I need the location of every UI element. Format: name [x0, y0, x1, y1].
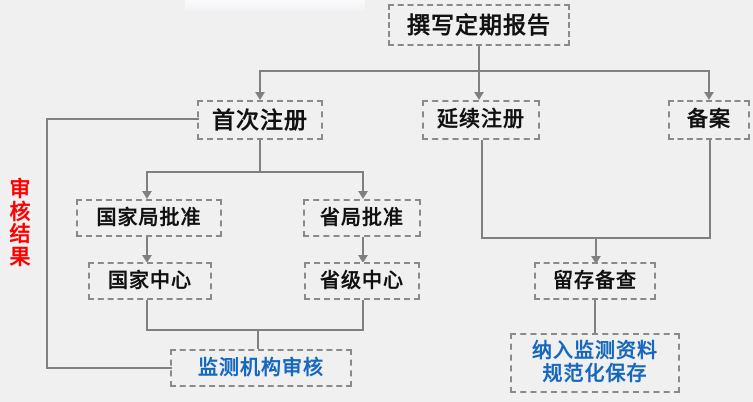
connector-to-monitoring-review	[257, 329, 259, 350]
connector-to-retain	[595, 237, 597, 260]
node-report[interactable]: 撰写定期报告	[388, 4, 570, 46]
connector-national-center-down	[146, 300, 148, 330]
connector-provincial-approval-to-center	[362, 237, 364, 259]
node-national-center[interactable]: 国家中心	[88, 262, 212, 300]
node-first-registration[interactable]: 首次注册	[197, 100, 323, 140]
node-archive-standardized-storage[interactable]: 纳入监测资料 规范化保存	[510, 333, 680, 393]
connector-to-provincial-approval	[362, 171, 364, 195]
connector-first-reg-stem	[259, 140, 261, 173]
connector-provincial-center-down	[362, 300, 364, 330]
node-filing[interactable]: 备案	[668, 100, 750, 140]
connector-to-national-approval	[146, 171, 148, 195]
side-label-char-3: 结	[9, 223, 31, 247]
connector-report-stem	[478, 46, 480, 71]
node-national-bureau-approval[interactable]: 国家局批准	[76, 199, 222, 237]
arrowhead-filing	[704, 92, 714, 100]
node-renewal-registration[interactable]: 延续注册	[422, 100, 540, 140]
connector-to-filing	[708, 70, 710, 96]
connector-renewal-down	[481, 140, 483, 239]
connector-distribute-bar	[259, 70, 710, 72]
side-label-char-2: 核	[9, 200, 31, 224]
arrowhead-national-approval	[142, 191, 152, 199]
top-white-strip	[185, 0, 365, 12]
arrowhead-provincial-center	[358, 255, 368, 263]
connector-feedback-top	[46, 118, 199, 120]
arrowhead-retain	[591, 256, 601, 264]
connector-to-renewal-registration	[478, 70, 480, 96]
side-label-char-1: 审	[9, 178, 31, 201]
node-retain-for-inspection[interactable]: 留存备查	[534, 262, 656, 300]
connector-retain-to-archive	[594, 300, 596, 334]
side-label-review-result: 审 核 结 果	[8, 178, 32, 270]
connector-feedback-bottom	[46, 367, 172, 369]
connector-center-merge-bar	[146, 329, 364, 331]
arrowhead-national-center	[142, 255, 152, 263]
node-monitoring-agency-review[interactable]: 监测机构审核	[170, 349, 352, 387]
side-label-char-4: 果	[9, 246, 31, 270]
connector-approval-split-bar	[146, 171, 363, 173]
arrowhead-first-registration	[255, 92, 265, 100]
arrowhead-provincial-approval	[358, 191, 368, 199]
connector-feedback-left	[46, 118, 48, 369]
connector-national-approval-to-center	[146, 237, 148, 259]
connector-filing-down	[709, 140, 711, 239]
arrowhead-renewal-registration	[474, 92, 484, 100]
node-provincial-bureau-approval[interactable]: 省局批准	[303, 199, 421, 237]
node-provincial-center[interactable]: 省级中心	[304, 262, 420, 300]
connector-to-first-registration	[259, 70, 261, 96]
